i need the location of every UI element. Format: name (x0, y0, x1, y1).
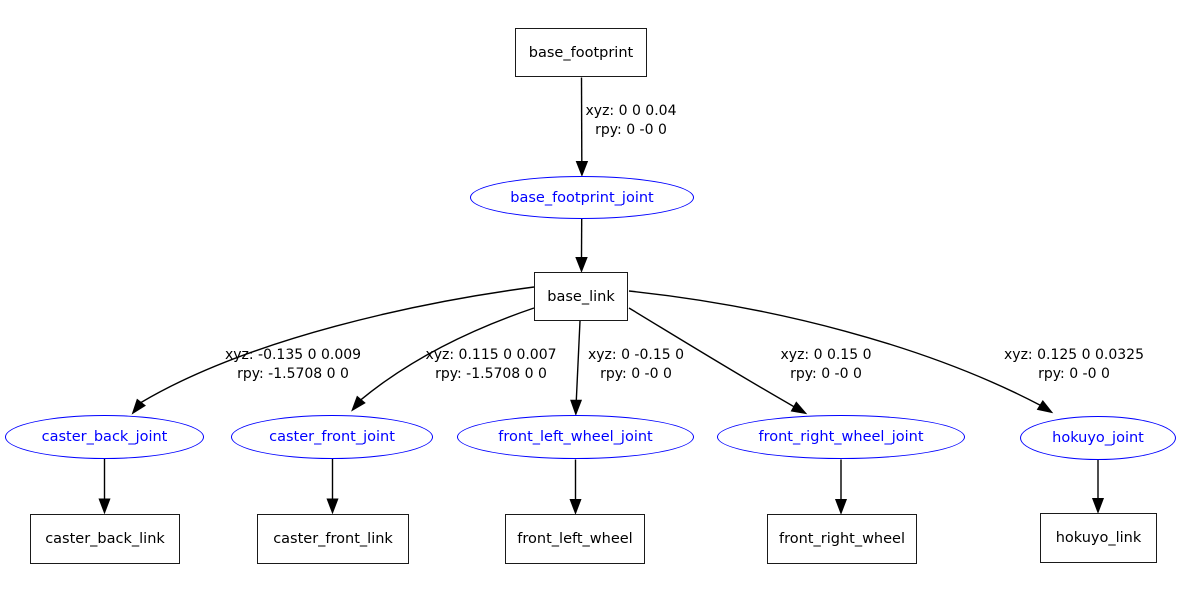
arrowhead (575, 257, 588, 273)
edge-base_link-front_left_wheel_joint (575, 320, 581, 401)
arrowhead (790, 401, 808, 415)
edge-label-front_left: xyz: 0 -0.15 0 rpy: 0 -0 0 (581, 346, 691, 384)
arrowhead (570, 399, 583, 416)
edge-label-hokuyo: xyz: 0.125 0 0.0325 rpy: 0 -0 0 (996, 346, 1152, 384)
arrowhead (326, 498, 339, 515)
edge-label-caster_back: xyz: -0.135 0 0.009 rpy: -1.5708 0 0 (216, 346, 370, 384)
edge-base_link-hokuyo_joint (628, 290, 1041, 406)
edge-label-xyz: xyz: -0.135 0 0.009 (224, 347, 362, 363)
node-base_link: base_link (534, 272, 628, 321)
node-front_left_wheel: front_left_wheel (505, 514, 645, 564)
arrowhead (575, 161, 589, 177)
node-front_right_wheel_joint: front_right_wheel_joint (717, 415, 965, 459)
edge-label-xyz: xyz: 0 -0.15 0 (587, 347, 685, 363)
node-caster_front_link: caster_front_link (257, 514, 409, 564)
node-caster_back_joint: caster_back_joint (5, 415, 204, 459)
arrowhead (131, 398, 146, 415)
edge-base_link-caster_front_joint (360, 307, 535, 401)
edge-label-rpy: rpy: -1.5708 0 0 (237, 366, 349, 382)
edge-base_link-caster_back_joint (140, 286, 535, 404)
edge-label-rpy: rpy: 0 -0 0 (790, 366, 862, 382)
arrowhead (98, 498, 111, 515)
edge-label-rpy: rpy: -1.5708 0 0 (435, 366, 547, 382)
edge-label-front_right: xyz: 0 0.15 0 rpy: 0 -0 0 (773, 346, 879, 384)
node-hokuyo_link: hokuyo_link (1040, 513, 1157, 563)
edge-label-xyz: xyz: 0 0 0.04 (585, 103, 677, 119)
edge-base_link-front_right_wheel_joint (628, 307, 795, 408)
edge-label-base_footprint_joint: xyz: 0 0 0.04 rpy: 0 -0 0 (581, 102, 681, 140)
arrowhead (1036, 400, 1054, 414)
edge-label-xyz: xyz: 0.115 0 0.007 (425, 347, 557, 363)
node-base_footprint_joint: base_footprint_joint (470, 176, 694, 219)
arrowhead (351, 395, 366, 412)
node-base_footprint: base_footprint (515, 28, 647, 77)
node-front_right_wheel: front_right_wheel (767, 514, 917, 564)
edge-label-rpy: rpy: 0 -0 0 (1038, 366, 1110, 382)
edge-label-xyz: xyz: 0.125 0 0.0325 (1004, 347, 1144, 363)
node-front_left_wheel_joint: front_left_wheel_joint (457, 415, 694, 459)
edge-label-rpy: rpy: 0 -0 0 (595, 122, 667, 138)
arrowhead (834, 499, 848, 515)
edge-label-caster_front: xyz: 0.115 0 0.007 rpy: -1.5708 0 0 (424, 346, 558, 384)
node-caster_back_link: caster_back_link (30, 514, 180, 564)
edge-label-rpy: rpy: 0 -0 0 (600, 366, 672, 382)
node-caster_front_joint: caster_front_joint (231, 415, 433, 459)
arrowhead (1091, 498, 1105, 514)
arrowhead (569, 499, 582, 515)
node-hokuyo_joint: hokuyo_joint (1020, 416, 1176, 460)
edge-label-xyz: xyz: 0 0.15 0 (780, 347, 872, 363)
